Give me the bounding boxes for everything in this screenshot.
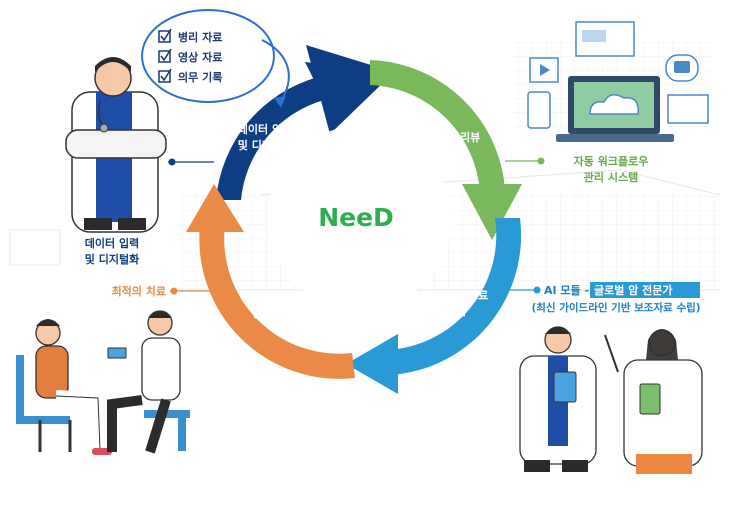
ai-module-caption-highlight: 글로벌 암 전문가	[594, 283, 673, 297]
checklist-item: 영상 자료	[178, 50, 222, 64]
two-doctors-illustration	[519, 326, 703, 474]
ai-module-caption-prefix: AI 모듈 -	[544, 284, 589, 297]
checklist-item: 병리 자료	[178, 30, 222, 44]
right-top-caption-line1: 자동 워크플로우	[574, 154, 649, 168]
cycle-deliver-label-line1: 보조자료	[242, 290, 282, 304]
connector-dot	[168, 158, 176, 166]
cycle-establish-label-line2: 수립	[446, 305, 466, 318]
ai-module-caption-line2: (최신 가이드라인 기반 보조자료 수립)	[531, 301, 700, 314]
cycle-input-label-line1: 데이터 입력	[238, 122, 292, 136]
checklist-bubble: 병리 자료 영상 자료 의무 기록	[141, 9, 290, 108]
cycle-establish-label-line1: 치료 보조자료	[424, 288, 489, 302]
camera-icon	[674, 61, 690, 73]
checkbox-icon	[158, 28, 172, 43]
doctor-patient-consultation-illustration	[16, 310, 190, 455]
cycle-arrow-deliver	[186, 184, 355, 379]
left-top-caption-line1: 데이터 입력	[85, 236, 139, 250]
left-top-caption-line2: 및 디지털화	[85, 252, 139, 266]
cycle-input-label-line2: 및 디지털화	[238, 138, 292, 152]
connector-dot	[537, 157, 545, 165]
cycle-review-label: 데이터 리뷰	[426, 130, 480, 144]
doctor-arms-crossed-illustration	[65, 57, 167, 233]
checkbox-icon	[158, 68, 172, 83]
connector-dot	[533, 286, 541, 294]
cycle-deliver-label-line2: 전달	[252, 306, 272, 320]
cloud-icon	[589, 94, 639, 115]
play-icon	[540, 64, 550, 76]
laptop-cloud-system-illustration	[512, 21, 712, 142]
left-bottom-caption: 최적의 치료	[112, 284, 166, 298]
center-circle	[268, 126, 452, 310]
phone-icon	[527, 91, 551, 129]
caption-highlight-box	[590, 282, 700, 298]
need-logo: NeeD	[318, 203, 394, 232]
checkbox-icon	[158, 48, 172, 63]
right-top-caption-line2: 관리 시스템	[584, 170, 638, 184]
cycle-arrow-review	[370, 60, 522, 240]
checklist-item: 의무 기록	[178, 70, 222, 84]
connector-dot	[170, 287, 178, 295]
cycle-arrow-establish	[346, 218, 522, 394]
